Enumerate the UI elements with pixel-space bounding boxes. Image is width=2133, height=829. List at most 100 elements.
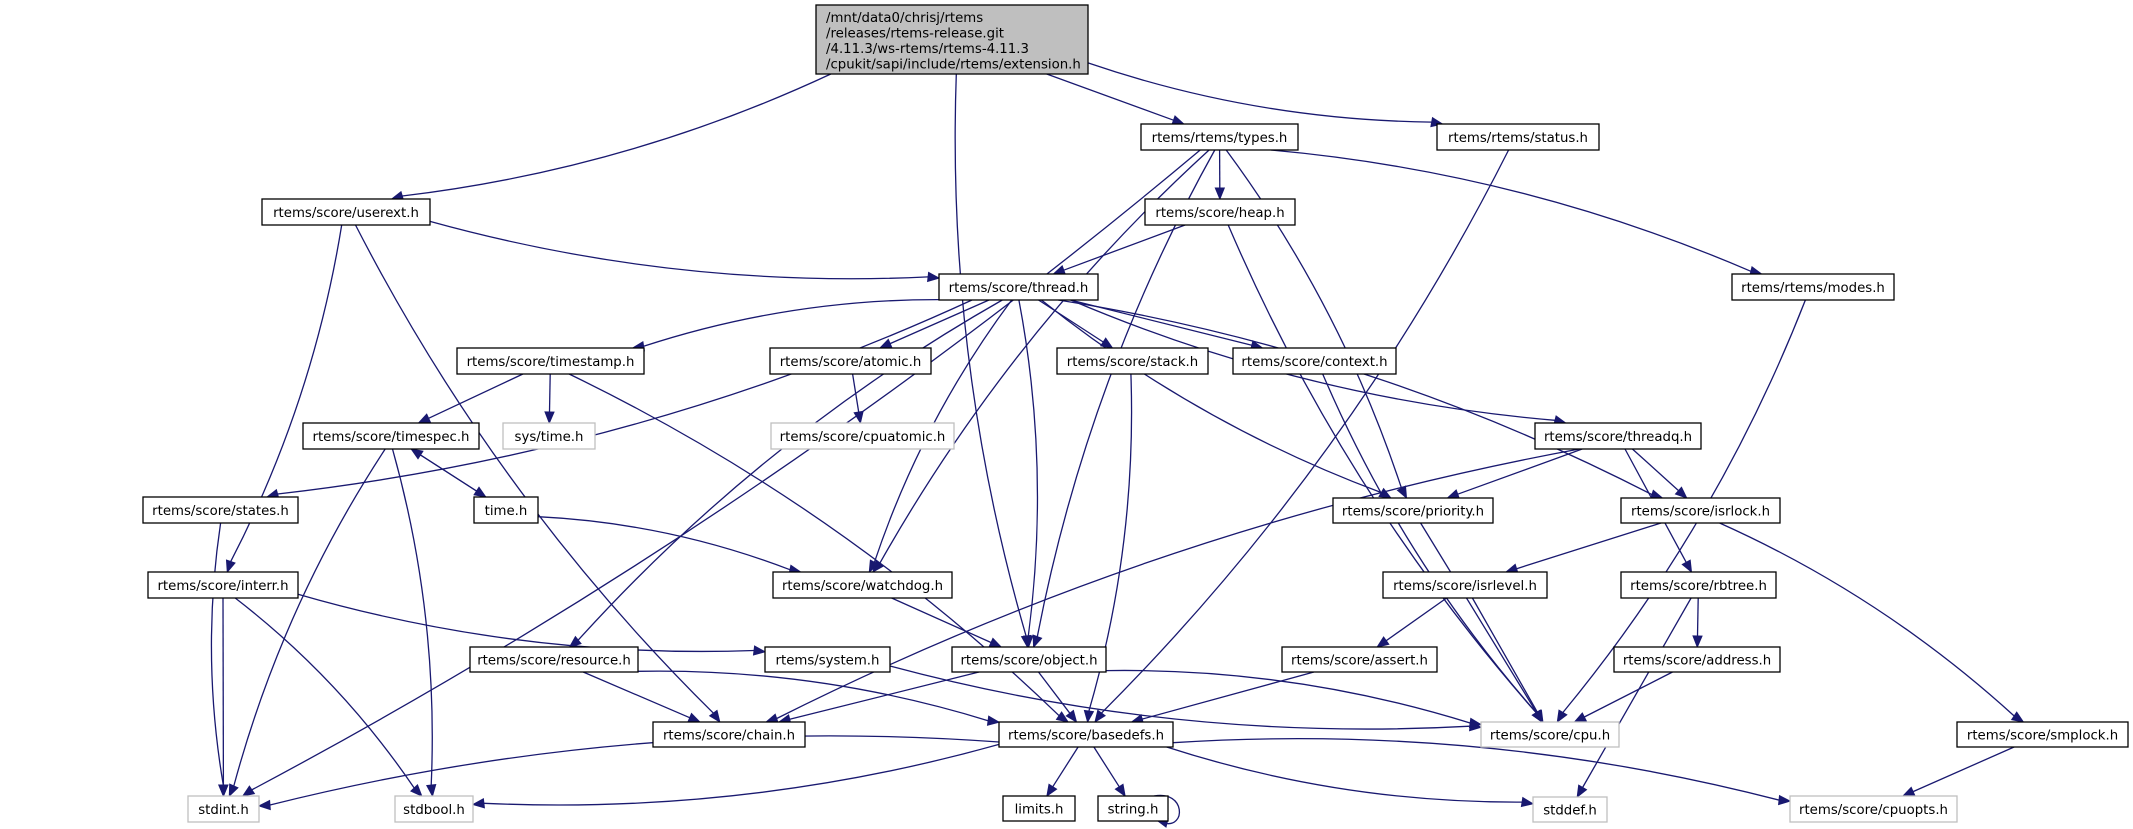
- edge-userext-to-chain: [354, 224, 721, 724]
- arrowhead: [988, 637, 1003, 648]
- node-string[interactable]: string.h: [1097, 795, 1169, 822]
- edge-line: [537, 516, 791, 571]
- edge-line: [1018, 299, 1039, 637]
- edge-heap-to-thread: [1052, 224, 1186, 275]
- edge-line: [420, 454, 487, 498]
- node-isrlock[interactable]: rtems/score/isrlock.h: [1620, 497, 1781, 524]
- node-label: rtems/score/timestamp.h: [467, 355, 635, 370]
- edge-line: [1457, 448, 1583, 495]
- node-box: [652, 721, 806, 748]
- arrowhead: [1065, 709, 1078, 724]
- edge-line: [1420, 522, 1538, 713]
- arrowhead: [1094, 709, 1106, 724]
- arrowhead: [1055, 711, 1070, 723]
- node-context[interactable]: rtems/score/context.h: [1232, 347, 1397, 375]
- node-system[interactable]: rtems/system.h: [764, 646, 891, 673]
- node-status[interactable]: rtems/rtems/status.h: [1436, 123, 1600, 151]
- edge-line: [1058, 299, 1653, 496]
- node-box: [1620, 571, 1777, 599]
- node-timestamp[interactable]: rtems/score/timestamp.h: [456, 347, 645, 375]
- edge-line: [1227, 224, 1537, 714]
- edge-basedefs-to-string: [1093, 746, 1126, 798]
- edge-line: [1052, 746, 1079, 788]
- node-box: [998, 721, 1174, 748]
- edge-thread-to-object: [1018, 299, 1039, 649]
- arrowhead: [1573, 712, 1588, 723]
- node-systime: sys/time.h: [502, 422, 596, 450]
- edge-line: [1070, 299, 1556, 421]
- node-thread[interactable]: rtems/score/thread.h: [938, 273, 1099, 301]
- edge-line: [1719, 522, 2015, 717]
- edge-watchdog-to-object: [891, 597, 1003, 648]
- edge-basedefs-to-stdint: [257, 735, 1000, 811]
- node-limits[interactable]: limits.h: [1002, 795, 1076, 822]
- node-types[interactable]: rtems/rtems/types.h: [1140, 123, 1299, 151]
- node-heap[interactable]: rtems/score/heap.h: [1144, 198, 1296, 226]
- edge-basedefs-to-stddef: [1166, 746, 1535, 808]
- edge-line: [402, 73, 832, 197]
- node-label: rtems/score/timespec.h: [313, 430, 470, 445]
- arrowhead: [1532, 709, 1544, 724]
- node-box: [1731, 273, 1895, 301]
- node-box: [770, 422, 955, 450]
- edge-extension-to-userext: [390, 73, 832, 201]
- arrowhead: [410, 448, 424, 460]
- node-cpuopts: rtems/score/cpuopts.h: [1789, 795, 1958, 823]
- edge-threadq-to-priority: [1446, 448, 1583, 500]
- edge-resource-to-chain: [582, 671, 702, 723]
- node-address[interactable]: rtems/score/address.h: [1613, 646, 1781, 673]
- edge-thread-to-stack: [1038, 299, 1114, 349]
- node-threadq[interactable]: rtems/score/threadq.h: [1534, 422, 1702, 450]
- node-modes[interactable]: rtems/rtems/modes.h: [1731, 273, 1895, 301]
- edge-line: [1040, 299, 1382, 494]
- edge-states-to-stdint: [210, 522, 229, 798]
- edge-line: [1471, 597, 1539, 713]
- node-interr[interactable]: rtems/score/interr.h: [147, 571, 299, 599]
- node-watchdog[interactable]: rtems/score/watchdog.h: [772, 571, 953, 599]
- edge-line: [851, 373, 860, 413]
- node-stack[interactable]: rtems/score/stack.h: [1056, 347, 1209, 375]
- node-label: rtems/score/userext.h: [273, 206, 419, 221]
- node-basedefs[interactable]: rtems/score/basedefs.h: [998, 721, 1174, 748]
- node-label: rtems/score/object.h: [960, 653, 1097, 668]
- node-assert[interactable]: rtems/score/assert.h: [1281, 646, 1438, 673]
- edge-line: [233, 448, 386, 787]
- node-label: rtems/score/assert.h: [1291, 653, 1428, 668]
- edge-line: [1093, 746, 1120, 788]
- arrowhead: [568, 635, 582, 648]
- edge-line: [548, 373, 551, 413]
- edge-system-to-cpu: [889, 665, 1483, 732]
- node-label: stdbool.h: [403, 803, 465, 818]
- node-object[interactable]: rtems/score/object.h: [951, 646, 1107, 673]
- node-smplock[interactable]: rtems/score/smplock.h: [1956, 721, 2129, 748]
- node-box: [769, 347, 932, 375]
- edge-types-to-priority: [1225, 149, 1408, 500]
- node-resource[interactable]: rtems/score/resource.h: [469, 646, 639, 673]
- node-label: rtems/score/context.h: [1241, 355, 1387, 370]
- node-extension-h[interactable]: /mnt/data0/chrisj/rtems/releases/rtems-r…: [815, 4, 1089, 75]
- node-label: rtems/score/thread.h: [949, 281, 1089, 296]
- node-atomic[interactable]: rtems/score/atomic.h: [769, 347, 932, 375]
- node-box: [1532, 796, 1608, 823]
- edge-types-to-stdint: [241, 149, 1201, 797]
- edge-object-to-chain: [777, 671, 980, 725]
- arrowhead: [1023, 635, 1034, 649]
- node-rbtree[interactable]: rtems/score/rbtree.h: [1620, 571, 1777, 599]
- node-stdbool: stdbool.h: [394, 795, 474, 823]
- node-timespec[interactable]: rtems/score/timespec.h: [302, 422, 480, 450]
- node-states[interactable]: rtems/score/states.h: [142, 496, 299, 524]
- arrowhead: [1674, 486, 1688, 499]
- edge-line: [889, 665, 1471, 730]
- node-label: rtems/score/cpu.h: [1490, 728, 1610, 743]
- edge-line: [577, 299, 1003, 641]
- arrowhead: [708, 709, 721, 724]
- node-userext[interactable]: rtems/score/userext.h: [261, 198, 431, 226]
- node-chain[interactable]: rtems/score/chain.h: [652, 721, 806, 748]
- arrowhead: [410, 784, 423, 797]
- node-timeh[interactable]: time.h: [473, 496, 539, 524]
- edge-line: [954, 73, 1027, 637]
- node-isrlevel[interactable]: rtems/score/isrlevel.h: [1382, 571, 1548, 599]
- edge-line: [428, 373, 524, 419]
- edge-line: [1037, 671, 1071, 714]
- node-priority[interactable]: rtems/score/priority.h: [1332, 497, 1494, 524]
